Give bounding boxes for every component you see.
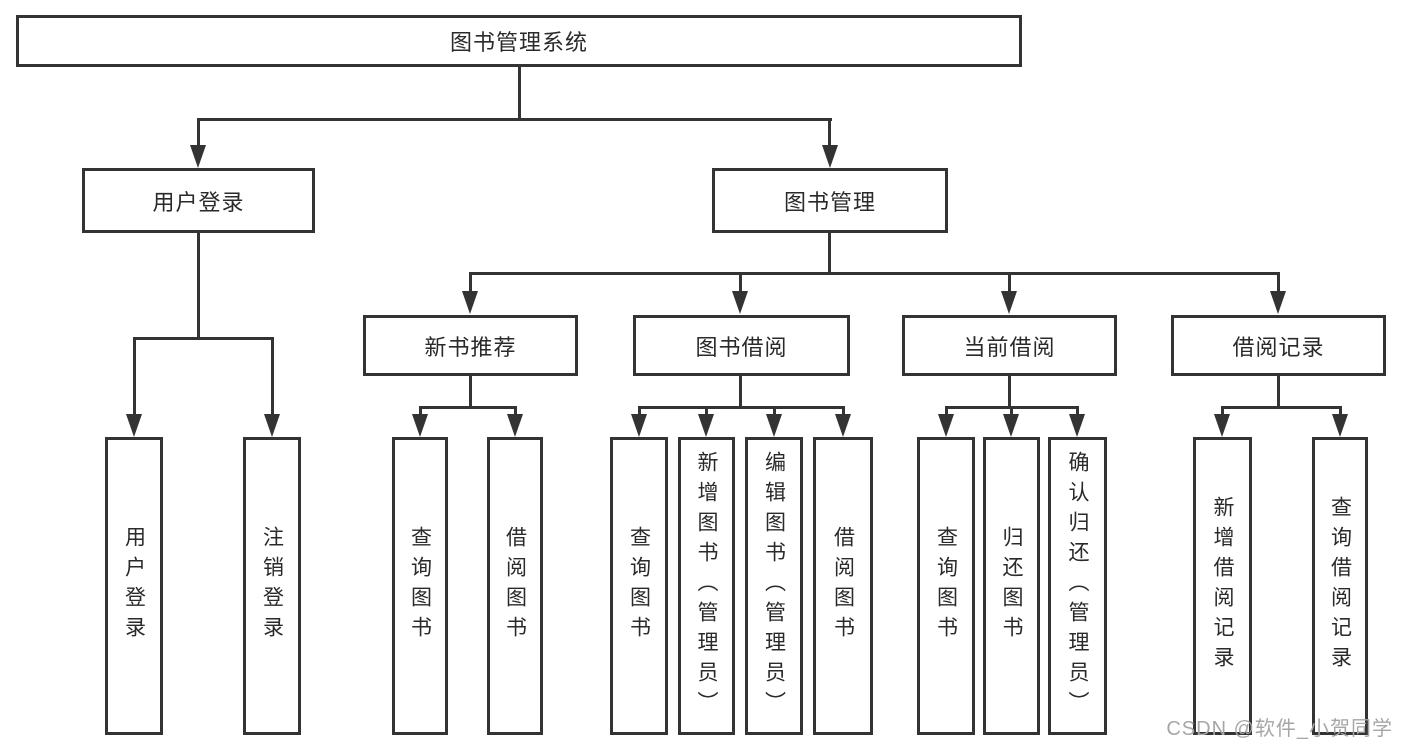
arrowhead-down <box>1332 414 1348 437</box>
connector-leaf <box>1221 406 1224 416</box>
connector-leaf <box>705 406 708 416</box>
arrowhead-down <box>822 145 838 168</box>
arrowhead-down <box>462 291 478 314</box>
arrowhead-down <box>1069 414 1085 437</box>
leaf-query-borrow-record: 查询借阅记录 <box>1312 437 1368 735</box>
arrowhead-down <box>938 414 954 437</box>
leaf-logout: 注销登录 <box>243 437 301 735</box>
connector-level1-hline <box>197 118 832 121</box>
connector-leaf <box>773 406 776 416</box>
connector-leaf <box>638 406 641 416</box>
connector-borrowing-records-hline <box>1221 406 1341 409</box>
connector-to-new-book-recommendation <box>469 272 472 292</box>
arrowhead-down <box>766 414 782 437</box>
leaf-borrow-books-borrowing: 借阅图书 <box>813 437 873 735</box>
arrowhead-down <box>190 145 206 168</box>
connector-current-borrowing-stem <box>1008 376 1011 406</box>
leaf-borrow-books-recommendation: 借阅图书 <box>487 437 543 735</box>
node-user-login: 用户登录 <box>82 168 315 233</box>
arrowhead-down <box>126 414 142 437</box>
connector-user-login-hline <box>133 337 274 340</box>
arrowhead-down <box>1214 414 1230 437</box>
connector-leaf <box>842 406 845 416</box>
arrowhead-down <box>264 414 280 437</box>
leaf-confirm-return-admin: 确认归还（管理员） <box>1048 437 1107 735</box>
connector-leaf <box>945 406 948 416</box>
leaf-add-book-admin: 新增图书（管理员） <box>678 437 735 735</box>
connector-to-current-borrowing <box>1008 272 1011 292</box>
node-new-book-recommendation: 新书推荐 <box>363 315 578 376</box>
node-borrowing-records: 借阅记录 <box>1171 315 1386 376</box>
connector-new-book-stem <box>469 376 472 406</box>
arrowhead-down <box>698 414 714 437</box>
leaf-query-books-current: 查询图书 <box>917 437 975 735</box>
connector-book-borrowing-hline <box>638 406 845 409</box>
connector-to-borrowing-records <box>1277 272 1280 292</box>
leaf-return-book: 归还图书 <box>983 437 1040 735</box>
connector-to-book-borrowing <box>739 272 742 292</box>
arrowhead-down <box>412 414 428 437</box>
node-book-management: 图书管理 <box>712 168 948 233</box>
connector-leaf <box>514 406 517 416</box>
arrowhead-down <box>1270 291 1286 314</box>
arrowhead-down <box>507 414 523 437</box>
connector-leaf <box>1010 406 1013 416</box>
connector-to-leaf-user-login <box>133 337 136 415</box>
leaf-query-books-borrowing: 查询图书 <box>610 437 668 735</box>
leaf-add-borrow-record: 新增借阅记录 <box>1193 437 1252 735</box>
connector-borrowing-records-stem <box>1277 376 1280 406</box>
connector-leaf <box>419 406 422 416</box>
leaf-user-login: 用户登录 <box>105 437 163 735</box>
arrowhead-down <box>732 291 748 314</box>
connector-to-user-login <box>197 118 200 147</box>
connector-book-management-stem <box>828 233 831 272</box>
node-library-management-system: 图书管理系统 <box>16 15 1022 67</box>
leaf-edit-book-admin: 编辑图书（管理员） <box>745 437 803 735</box>
arrowhead-down <box>631 414 647 437</box>
arrowhead-down <box>835 414 851 437</box>
connector-leaf <box>1339 406 1342 416</box>
connector-to-book-management <box>828 118 831 147</box>
connector-leaf <box>1076 406 1079 416</box>
connector-new-book-hline <box>419 406 516 409</box>
connector-to-leaf-logout <box>271 337 274 415</box>
connector-level2-hline <box>469 272 1280 275</box>
leaf-query-books-recommendation: 查询图书 <box>392 437 448 735</box>
arrowhead-down <box>1003 414 1019 437</box>
csdn-watermark: CSDN @软件_小贺同学 <box>1166 718 1393 740</box>
node-current-borrowing: 当前借阅 <box>902 315 1117 376</box>
node-book-borrowing: 图书借阅 <box>633 315 850 376</box>
connector-root-stem <box>518 67 521 118</box>
arrowhead-down <box>1001 291 1017 314</box>
connector-book-borrowing-stem <box>739 376 742 406</box>
connector-user-login-stem <box>197 233 200 338</box>
